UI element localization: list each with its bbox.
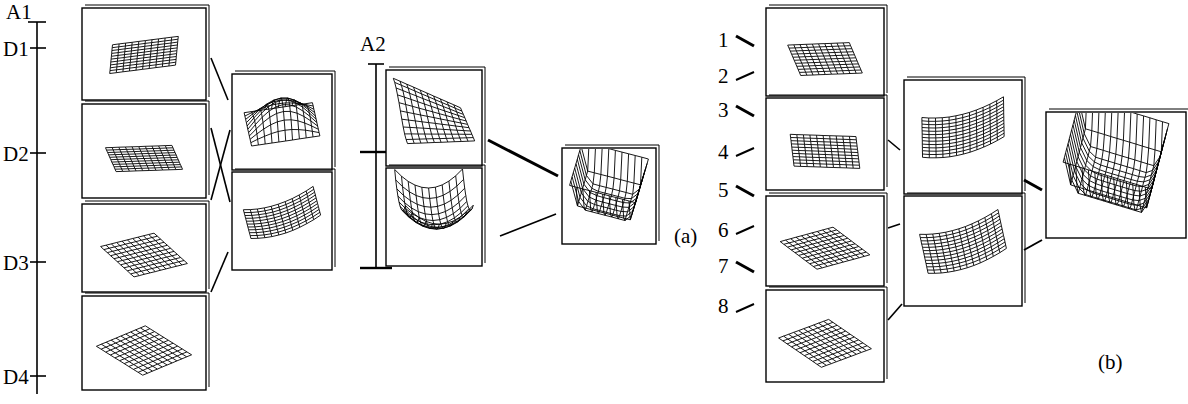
axis-line xyxy=(375,64,377,268)
link-line xyxy=(488,140,558,176)
input-tick xyxy=(736,186,754,196)
axis-line xyxy=(36,22,38,394)
link-line xyxy=(1024,180,1042,190)
panel-label: (a) xyxy=(674,226,697,247)
axis-tick xyxy=(30,261,46,263)
plot-frame-shadow xyxy=(769,287,887,379)
link-line xyxy=(888,304,902,320)
link-line xyxy=(211,128,230,202)
plot-frame xyxy=(82,104,206,198)
axis-tick xyxy=(30,152,46,154)
surface-mesh xyxy=(393,78,474,143)
surface-mesh xyxy=(779,319,872,367)
surface-mesh xyxy=(101,233,188,277)
plot-frame-shadow xyxy=(389,165,485,263)
surface-mesh xyxy=(96,326,191,375)
axis-label: D2 xyxy=(3,144,29,165)
plot-frame xyxy=(232,172,332,270)
axis-label: A2 xyxy=(360,34,386,55)
plot-frame xyxy=(386,168,482,266)
plot-frame-shadow xyxy=(235,169,335,267)
surface-mesh xyxy=(570,149,649,221)
panel-label: (b) xyxy=(1098,352,1123,373)
axis-tick xyxy=(30,375,46,377)
plot-frame xyxy=(766,290,884,382)
plot-frame xyxy=(386,70,482,166)
plot-frame-shadow xyxy=(769,5,887,93)
link-line xyxy=(500,214,556,236)
input-tick xyxy=(736,304,754,312)
plot-frame-shadow xyxy=(235,71,335,167)
input-number: 2 xyxy=(718,66,729,87)
plot-frame-shadow xyxy=(85,101,209,195)
link-line xyxy=(1024,240,1042,250)
input-tick xyxy=(736,148,754,156)
surface-mesh xyxy=(790,134,860,168)
input-number: 6 xyxy=(718,220,729,241)
input-tick xyxy=(736,106,754,116)
surface-mesh xyxy=(110,36,179,73)
plot-frame-shadow xyxy=(85,5,209,97)
link-line xyxy=(211,252,228,292)
plot-frame-shadow xyxy=(85,293,209,387)
surface-mesh xyxy=(395,169,474,229)
link-line xyxy=(211,58,228,100)
input-number: 3 xyxy=(718,100,729,121)
link-line xyxy=(888,224,900,228)
link-line xyxy=(888,140,900,150)
surface-mesh xyxy=(788,43,863,76)
axis-tick xyxy=(368,63,384,65)
surface-mesh xyxy=(1063,113,1169,212)
input-number: 4 xyxy=(718,142,729,163)
input-tick xyxy=(736,72,754,80)
surface-mesh xyxy=(243,186,320,238)
surface-mesh xyxy=(106,145,183,171)
input-tick xyxy=(736,226,754,234)
surface-mesh xyxy=(244,98,320,146)
input-number: 1 xyxy=(718,30,729,51)
axis-label: D3 xyxy=(3,253,29,274)
axis-label: D1 xyxy=(3,39,29,60)
surface-mesh xyxy=(780,227,870,269)
plot-frame-shadow xyxy=(769,95,887,187)
input-number: 5 xyxy=(718,180,729,201)
plot-frame xyxy=(766,8,884,96)
axis-label: A1 xyxy=(6,2,32,23)
surface-mesh xyxy=(920,210,1007,274)
link-line xyxy=(211,130,230,200)
surface-mesh xyxy=(922,97,1004,158)
plot-frame-shadow xyxy=(389,67,485,163)
input-tick xyxy=(736,262,754,272)
input-number: 7 xyxy=(718,256,729,277)
plot-frame xyxy=(232,74,332,170)
plot-frame-shadow xyxy=(907,77,1025,191)
plot-frame xyxy=(904,80,1022,194)
plot-frame xyxy=(766,98,884,190)
plot-frame xyxy=(82,8,206,100)
plot-frame-shadow xyxy=(907,193,1025,303)
plot-frame xyxy=(82,296,206,390)
plot-frame xyxy=(82,204,206,292)
plot-frame xyxy=(766,196,884,286)
plot-frame-shadow xyxy=(769,193,887,283)
input-tick xyxy=(736,36,754,46)
axis-label: D4 xyxy=(3,367,29,388)
plot-frame-shadow xyxy=(85,201,209,289)
axis-tick xyxy=(360,267,392,269)
plot-frame xyxy=(904,196,1022,306)
axis-tick xyxy=(30,47,46,49)
input-number: 8 xyxy=(718,296,729,317)
